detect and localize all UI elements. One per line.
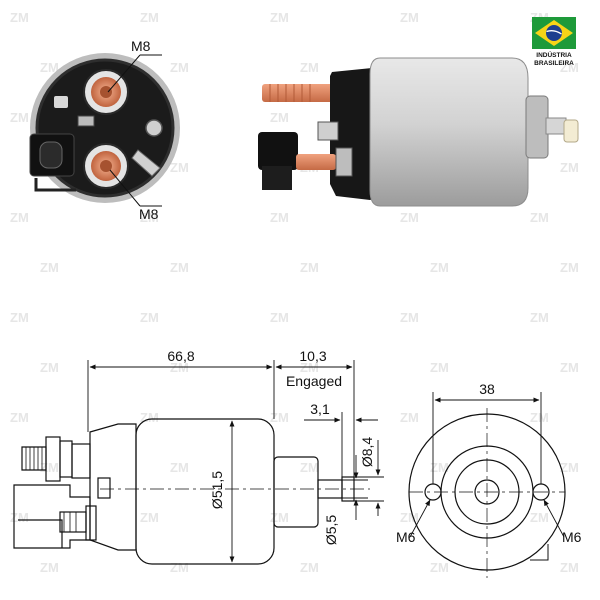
watermark-zm: ZM — [400, 310, 419, 325]
watermark-zm: ZM — [140, 310, 159, 325]
watermark-zm: ZM — [170, 260, 189, 275]
watermark-zm: ZM — [530, 510, 549, 525]
watermark-zm: ZM — [40, 560, 59, 575]
plunger-tip — [563, 119, 579, 143]
watermark-zm: ZM — [10, 110, 29, 125]
watermark-zm: ZM — [270, 410, 289, 425]
badge-line1: INDÚSTRIA — [536, 50, 572, 59]
dimension-labels-side: 66,8 10,3 Engaged 3,1 Ø51,5 Ø8,4 Ø5,5 — [167, 348, 375, 545]
dim-length: 66,8 — [167, 348, 194, 364]
dim-body-diameter: Ø51,5 — [209, 471, 225, 509]
dim-head-diameter: Ø8,4 — [359, 437, 375, 468]
watermark-zm: ZM — [560, 560, 579, 575]
callout-m8-top: M8 — [131, 38, 151, 54]
watermark-zm: ZM — [560, 160, 579, 175]
dim-stroke-label: Engaged — [286, 373, 342, 389]
watermark-zm: ZM — [10, 310, 29, 325]
watermark-zm: ZM — [300, 460, 319, 475]
badge-line2: BRASILEIRA — [534, 60, 574, 67]
dim-hole-spacing: 38 — [479, 381, 495, 397]
watermark-zm: ZM — [10, 210, 29, 225]
label-hole-left: M6 — [396, 529, 416, 545]
watermark-zm: ZM — [560, 460, 579, 475]
watermark-zm: ZM — [10, 410, 29, 425]
watermark-zm: ZM — [400, 10, 419, 25]
drawing-side-elevation — [13, 418, 370, 565]
copper-stud-bottom — [296, 154, 336, 170]
photo-rear-view: M8 M8 — [29, 38, 180, 222]
watermark-zm: ZM — [170, 60, 189, 75]
watermark-zm: ZM — [430, 460, 449, 475]
watermark-zm: ZM — [530, 210, 549, 225]
watermark-zm: ZM — [430, 560, 449, 575]
watermark-zm: ZM — [560, 260, 579, 275]
copper-stud-top — [262, 84, 334, 102]
flag-globe — [546, 25, 562, 41]
watermark-zm: ZM — [40, 360, 59, 375]
dimensions-front — [409, 392, 565, 538]
watermark-zm: ZM — [170, 460, 189, 475]
label-hole-right: M6 — [562, 529, 582, 545]
plunger-boss — [525, 95, 549, 159]
watermark-zm: ZM — [40, 60, 59, 75]
dimension-labels-front: 38 M6 M6 — [396, 381, 582, 545]
watermark-zm: ZM — [560, 60, 579, 75]
dim-plunger-step: 3,1 — [310, 401, 330, 417]
watermark-zm: ZM — [400, 410, 419, 425]
watermark-zm: ZM — [430, 260, 449, 275]
small-terminal-left — [54, 96, 68, 108]
watermark-zm: ZM — [560, 360, 579, 375]
watermark-zm: ZM — [270, 210, 289, 225]
photo-side-view — [258, 57, 579, 207]
watermark-zm: ZM — [140, 210, 159, 225]
small-terminal-right — [145, 119, 163, 137]
watermark-zm: ZM — [40, 260, 59, 275]
watermark-zm: ZM — [430, 360, 449, 375]
watermark-zm: ZM — [40, 460, 59, 475]
solenoid-body — [369, 57, 529, 207]
callout-m8-bottom: M8 — [139, 206, 159, 222]
watermark-zm: ZM — [400, 210, 419, 225]
watermark-zm: ZM — [10, 10, 29, 25]
watermark-zm: ZM — [140, 410, 159, 425]
watermark-zm: ZM — [170, 560, 189, 575]
watermark-zm: ZM — [530, 410, 549, 425]
watermark-zm: ZM — [300, 560, 319, 575]
watermark-zm: ZM — [300, 60, 319, 75]
connector-side — [258, 132, 298, 170]
watermark-zm: ZM — [140, 510, 159, 525]
watermark-zm: ZM — [170, 160, 189, 175]
watermark-zm: ZM — [270, 310, 289, 325]
watermark-zm: ZM — [530, 310, 549, 325]
dim-stroke: 10,3 — [299, 348, 326, 364]
watermark-zm: ZM — [140, 10, 159, 25]
drawing-front-view — [408, 408, 566, 578]
brazil-flag-badge: INDÚSTRIA BRASILEIRA — [532, 17, 576, 67]
watermark-zm: ZM — [270, 110, 289, 125]
watermark-zm: ZM — [300, 260, 319, 275]
watermark-zm: ZM — [270, 10, 289, 25]
watermark-zm: ZM — [10, 510, 29, 525]
dim-shaft-diameter: Ø5,5 — [323, 515, 339, 546]
watermark-zm: ZM — [270, 510, 289, 525]
dimensions-side — [87, 360, 384, 563]
